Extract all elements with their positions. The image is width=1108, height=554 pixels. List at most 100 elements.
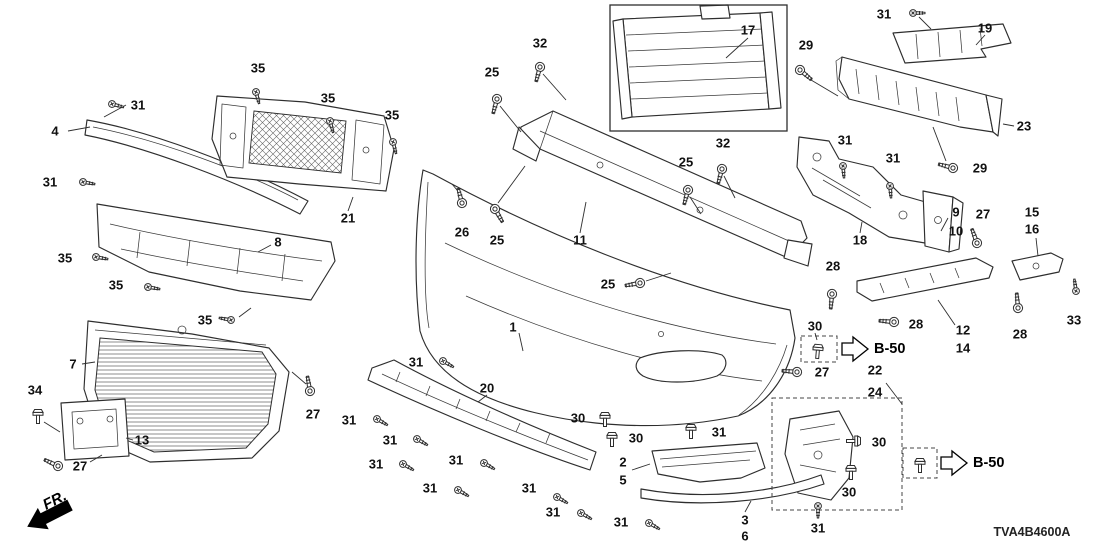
b50-arrow-icon — [841, 335, 870, 363]
callout-7[interactable]: 7 — [69, 357, 76, 372]
callout-21[interactable]: 21 — [341, 211, 355, 226]
screw-icon — [439, 357, 455, 369]
screw-icon — [1072, 278, 1080, 295]
callout-28[interactable]: 28 — [826, 259, 840, 274]
b50-arrow-icon — [940, 449, 969, 477]
callout-5[interactable]: 5 — [619, 473, 626, 488]
callout-10[interactable]: 10 — [949, 224, 963, 239]
callout-30[interactable]: 30 — [872, 435, 886, 450]
leader-line — [257, 244, 272, 253]
callout-31[interactable]: 31 — [383, 433, 397, 448]
leader-line — [43, 421, 61, 433]
callout-31[interactable]: 31 — [423, 481, 437, 496]
callout-11[interactable]: 11 — [573, 233, 587, 248]
callout-24[interactable]: 24 — [868, 385, 883, 400]
leader-line — [723, 175, 736, 199]
callout-31[interactable]: 31 — [838, 133, 852, 148]
callout-30[interactable]: 30 — [842, 485, 856, 500]
callout-35[interactable]: 35 — [109, 278, 123, 293]
b50-label-2[interactable]: B-50 — [973, 455, 1004, 471]
callout-31[interactable]: 31 — [546, 505, 560, 520]
callout-25[interactable]: 25 — [601, 277, 615, 292]
callout-31[interactable]: 31 — [369, 457, 383, 472]
callout-4[interactable]: 4 — [51, 124, 59, 139]
callout-27[interactable]: 27 — [73, 459, 87, 474]
callout-29[interactable]: 29 — [799, 38, 813, 53]
callout-35[interactable]: 35 — [251, 61, 265, 76]
screw-icon — [886, 182, 894, 199]
part-19-front-bulkhead-upper-cover — [892, 23, 1012, 64]
callout-31[interactable]: 31 — [877, 7, 891, 22]
callout-18[interactable]: 18 — [853, 233, 867, 248]
screw-icon — [645, 519, 661, 531]
callout-23[interactable]: 23 — [1017, 119, 1031, 134]
callout-35[interactable]: 35 — [58, 251, 72, 266]
callout-31[interactable]: 31 — [886, 151, 900, 166]
callout-22[interactable]: 22 — [868, 363, 882, 378]
callout-16[interactable]: 16 — [1025, 222, 1039, 237]
callout-20[interactable]: 20 — [480, 381, 494, 396]
b50-reference-1[interactable]: B-50 — [841, 335, 905, 363]
leader-line — [975, 34, 986, 46]
callout-19[interactable]: 19 — [978, 21, 992, 36]
callout-14[interactable]: 14 — [956, 341, 971, 356]
leader-line — [291, 371, 307, 385]
leader-line — [579, 201, 587, 234]
b50-label-1[interactable]: B-50 — [874, 341, 905, 357]
leader-line — [477, 394, 488, 403]
bolt-icon — [624, 277, 646, 289]
diagram-code: TVA4B4600A — [994, 525, 1071, 539]
part-8-front-bulkhead-cover — [96, 203, 336, 301]
callout-31[interactable]: 31 — [43, 175, 57, 190]
callout-31[interactable]: 31 — [449, 453, 463, 468]
callout-32[interactable]: 32 — [533, 36, 547, 51]
callout-9[interactable]: 9 — [952, 205, 959, 220]
leader-line — [1035, 237, 1039, 257]
callout-34[interactable]: 34 — [28, 383, 43, 398]
callout-32[interactable]: 32 — [716, 136, 730, 151]
callout-31[interactable]: 31 — [342, 413, 356, 428]
leader-line — [518, 332, 524, 352]
callout-25[interactable]: 25 — [490, 233, 504, 248]
callout-15[interactable]: 15 — [1025, 205, 1039, 220]
callout-31[interactable]: 31 — [409, 355, 423, 370]
callout-6[interactable]: 6 — [741, 529, 748, 544]
callout-1[interactable]: 1 — [509, 320, 516, 335]
callout-31[interactable]: 31 — [811, 521, 825, 536]
callout-35[interactable]: 35 — [198, 313, 212, 328]
bolt-icon — [304, 375, 316, 397]
callout-29[interactable]: 29 — [973, 161, 987, 176]
callout-30[interactable]: 30 — [808, 319, 822, 334]
bolt-icon — [682, 184, 694, 206]
callout-25[interactable]: 25 — [485, 65, 499, 80]
callout-30[interactable]: 30 — [571, 411, 585, 426]
callout-30[interactable]: 30 — [629, 431, 643, 446]
callout-13[interactable]: 13 — [135, 433, 149, 448]
callout-31[interactable]: 31 — [614, 515, 628, 530]
callout-31[interactable]: 31 — [712, 425, 726, 440]
callout-12[interactable]: 12 — [956, 323, 970, 338]
callout-35[interactable]: 35 — [321, 91, 335, 106]
leader-line — [497, 165, 526, 204]
callout-8[interactable]: 8 — [274, 235, 281, 250]
callout-2[interactable]: 2 — [619, 455, 626, 470]
clip-icon — [914, 458, 926, 473]
callout-17[interactable]: 17 — [741, 23, 755, 38]
b50-reference-2[interactable]: B-50 — [940, 449, 1004, 477]
screw-icon — [413, 435, 429, 447]
callout-27[interactable]: 27 — [815, 365, 829, 380]
callout-25[interactable]: 25 — [679, 155, 693, 170]
callout-31[interactable]: 31 — [131, 98, 145, 113]
bolt-icon — [826, 288, 838, 310]
callout-3[interactable]: 3 — [741, 513, 748, 528]
callout-26[interactable]: 26 — [455, 225, 469, 240]
callout-33[interactable]: 33 — [1067, 313, 1081, 328]
callout-27[interactable]: 27 — [306, 407, 320, 422]
callout-28[interactable]: 28 — [909, 317, 923, 332]
callout-31[interactable]: 31 — [522, 481, 536, 496]
callout-27[interactable]: 27 — [976, 207, 990, 222]
callout-35[interactable]: 35 — [385, 108, 399, 123]
clip-icon — [812, 343, 824, 360]
callout-28[interactable]: 28 — [1013, 327, 1027, 342]
